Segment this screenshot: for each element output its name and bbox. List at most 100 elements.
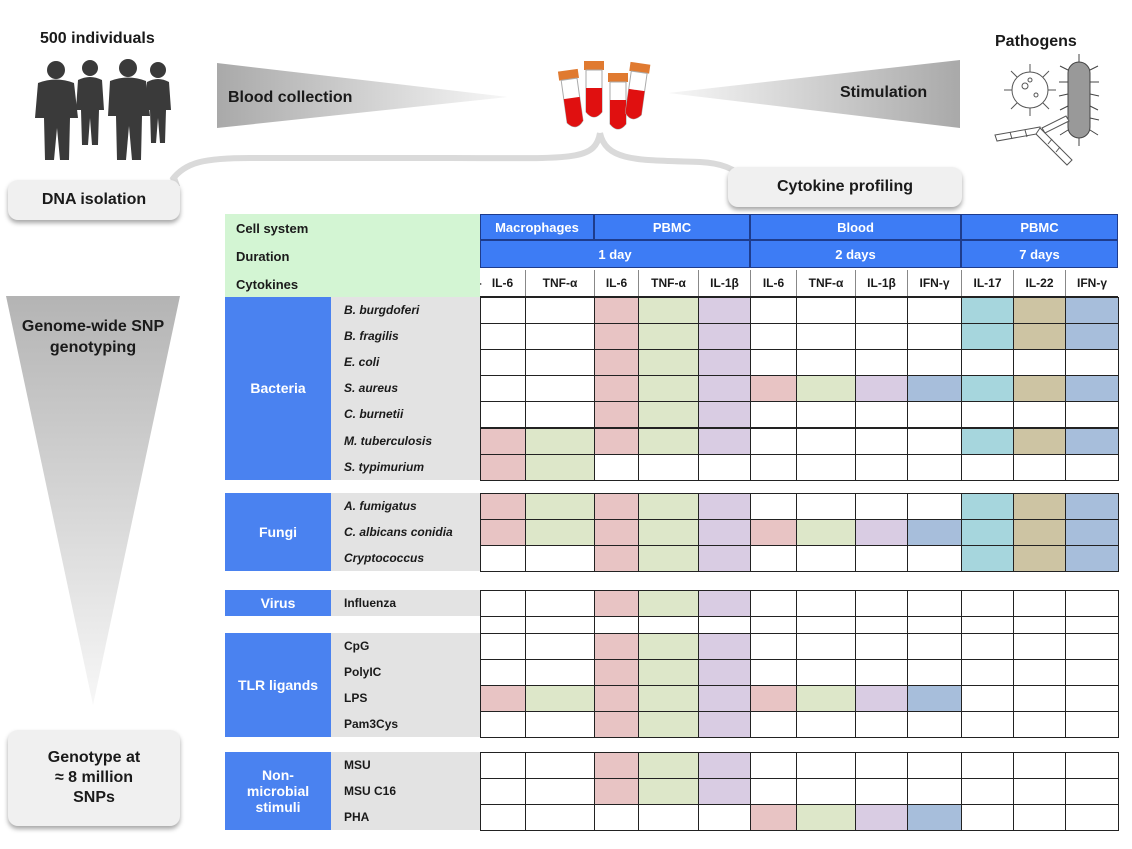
matrix-cell [961,427,1014,455]
stimulus-label: PHA [344,810,370,825]
matrix-cell [638,519,699,547]
matrix-cell [1065,297,1119,325]
matrix-cell [961,323,1014,351]
matrix-cell [638,752,699,780]
matrix-cell [480,590,526,618]
matrix-cell [594,401,639,429]
cytokine-header-underline [480,296,1118,297]
matrix-cell [525,375,595,403]
matrix-cell [1065,375,1119,403]
group-item-panel-4 [331,752,480,831]
matrix-cell [796,401,856,429]
matrix-cell [1013,297,1066,325]
duration-1-day: 1 day [480,240,750,268]
matrix-cell [750,590,797,618]
matrix-cell [796,297,856,325]
matrix-cell [961,297,1014,325]
matrix-cell [1013,519,1066,547]
matrix-cell [1065,519,1119,547]
matrix-cell [638,659,699,687]
cytokine-header: TNF-α [525,270,594,296]
matrix-cell [525,752,595,780]
matrix-cell [855,804,908,832]
matrix-cell [1013,685,1066,713]
matrix-cell [961,633,1014,661]
matrix-cell [907,752,962,780]
matrix-cell [480,401,526,429]
matrix-cell [1013,493,1066,521]
matrix-cell [855,590,908,618]
matrix-cell [1013,752,1066,780]
matrix-cell [638,323,699,351]
matrix-cell [750,427,797,455]
matrix-cell [907,778,962,806]
group-label-1: Fungi [225,493,331,572]
cytokine-header: TNF-α [796,270,855,296]
stimulus-label: Pam3Cys [344,717,399,732]
matrix-cell [480,297,526,325]
matrix-cell [1065,633,1119,661]
stimulus-label: MSU C16 [344,784,397,799]
matrix-cell [698,349,751,377]
cytokine-profiling-box: Cytokine profiling [728,167,962,207]
matrix-cell [750,375,797,403]
matrix-cell [480,659,526,687]
matrix-cell [594,711,639,739]
matrix-cell [796,752,856,780]
matrix-cell [1065,685,1119,713]
cell-system-label: Cell system [236,220,309,236]
cell-system-pbmc-7: PBMC [961,214,1118,240]
matrix-cell [638,493,699,521]
matrix-cell [1065,659,1119,687]
virus-icon [1004,64,1056,116]
matrix-cell [796,427,856,455]
matrix-cell [907,401,962,429]
matrix-cell [907,633,962,661]
cytokine-header: IFN-γ [1065,270,1118,296]
cell-system-blood: Blood [750,214,961,240]
matrix-cell [480,545,526,573]
matrix-cell [907,493,962,521]
matrix-cell [855,297,908,325]
cytokine-header: IL-17 [961,270,1013,296]
matrix-cell [855,427,908,455]
matrix-cell [961,545,1014,573]
matrix-cell [855,685,908,713]
pathogens-label: Pathogens [995,33,1077,50]
arrow-to-cytokine [597,132,748,183]
matrix-cell [594,659,639,687]
matrix-cell [961,685,1014,713]
matrix-cell [1013,323,1066,351]
matrix-cell [796,493,856,521]
dna-isolation-label: DNA isolation [41,191,147,208]
genotype-line3: SNPs [73,789,115,806]
matrix-cell [1065,493,1119,521]
matrix-cell [961,519,1014,547]
matrix-cell [1065,427,1119,455]
blood-tubes-icon [557,61,651,130]
group-label-4: Non-microbial stimuli [225,752,331,831]
matrix-cell [750,633,797,661]
arrow-to-dna [169,132,603,182]
stimulus-label: C. albicans conidia [344,525,453,540]
matrix-cell [796,375,856,403]
stimulus-label: Influenza [344,596,397,611]
matrix-cell [480,493,526,521]
matrix-cell [480,323,526,351]
matrix-cell [698,804,751,832]
group-label-0: Bacteria [225,297,331,480]
matrix-cell [480,804,526,832]
matrix-cell [855,752,908,780]
matrix-cell [907,519,962,547]
matrix-cell [796,685,856,713]
genotype-line1: Genotype at [47,749,141,766]
snp-genotyping-label: Genome-wide SNP genotyping [21,318,165,356]
stimulus-label: S. typimurium [344,459,425,474]
matrix-cell [907,545,962,573]
stimulus-label: M. tuberculosis [344,433,433,448]
matrix-cell [855,711,908,739]
duration-2-days: 2 days [750,240,961,268]
matrix-cell [1013,401,1066,429]
matrix-cell [750,711,797,739]
people-silhouette-icon [35,59,171,160]
